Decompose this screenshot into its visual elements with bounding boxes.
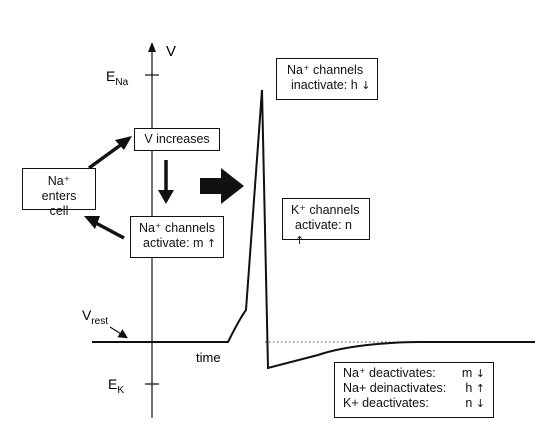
down-arrow-icon: ↓ (475, 397, 485, 410)
k-activate-line2-row: activate: n ↑ (289, 218, 363, 248)
recovery-row-na-deactivate: Na⁺ deactivates: m ↓ (343, 366, 485, 381)
recovery-row-k-deactivate: K+ deactivates: n ↓ (343, 396, 485, 411)
recovery-label: K+ deactivates: (343, 396, 429, 410)
voltage-axis-label: V (166, 43, 176, 60)
voltage-axis-arrowhead (148, 42, 156, 52)
na-inactivate-line1: Na⁺ channels (287, 63, 364, 77)
na-activate-box: Na⁺ channels activate: m ↑ (130, 216, 224, 258)
ena-label: ENa (106, 68, 129, 88)
recovery-var: h ↑ (465, 381, 485, 395)
na-inactivate-line2: inactivate: h (291, 78, 358, 92)
recovery-label: Na⁺ deactivates: (343, 366, 436, 380)
na-activate-line2-row: activate: m ↑ (137, 236, 217, 251)
recovery-row-na-deinactivate: Na+ deinactivates: h ↑ (343, 381, 485, 396)
arrowhead-increases-to-activate (158, 190, 174, 204)
up-arrow-icon: ↑ (206, 237, 217, 250)
recovery-var: n ↓ (465, 396, 485, 410)
up-arrow-icon: ↑ (295, 234, 305, 247)
na-inactivate-line2-row: inactivate: h ↓ (283, 78, 371, 93)
recovery-label: Na+ deinactivates: (343, 381, 447, 395)
recovery-box: Na⁺ deactivates: m ↓ Na+ deinactivates: … (334, 362, 494, 418)
action-potential-trace (92, 89, 535, 370)
down-arrow-icon: ↓ (475, 367, 485, 380)
v-increases-text: V increases (144, 132, 210, 146)
time-axis-label: time (196, 350, 221, 365)
na-activate-line2: activate: m (143, 236, 204, 250)
down-arrow-icon: ↓ (361, 79, 371, 92)
na-enters-box: Na⁺ enters cell (22, 168, 96, 218)
k-activate-line2: activate: n (295, 218, 352, 232)
arrow-activate-to-enters (93, 220, 125, 240)
block-arrow (200, 168, 244, 204)
na-activate-line1: Na⁺ channels (138, 221, 216, 235)
arrowhead-enters-to-increases (115, 136, 132, 150)
k-activate-line1: K⁺ channels (291, 203, 360, 217)
up-arrow-icon: ↑ (475, 382, 485, 395)
na-enters-line2: cell (49, 204, 69, 218)
na-inactivate-box: Na⁺ channels inactivate: h ↓ (276, 58, 378, 100)
na-enters-line1: Na⁺ enters (41, 174, 77, 203)
recovery-var: m ↓ (461, 366, 485, 380)
ek-label: EK (108, 376, 124, 396)
vrest-pointer (109, 326, 129, 339)
k-activate-box: K⁺ channels activate: n ↑ (282, 198, 370, 247)
v-increases-box: V increases (134, 128, 220, 151)
arrowhead-activate-to-enters (84, 216, 100, 229)
vrest-label: Vrest (82, 307, 108, 327)
arrow-enters-to-increases (87, 142, 124, 170)
